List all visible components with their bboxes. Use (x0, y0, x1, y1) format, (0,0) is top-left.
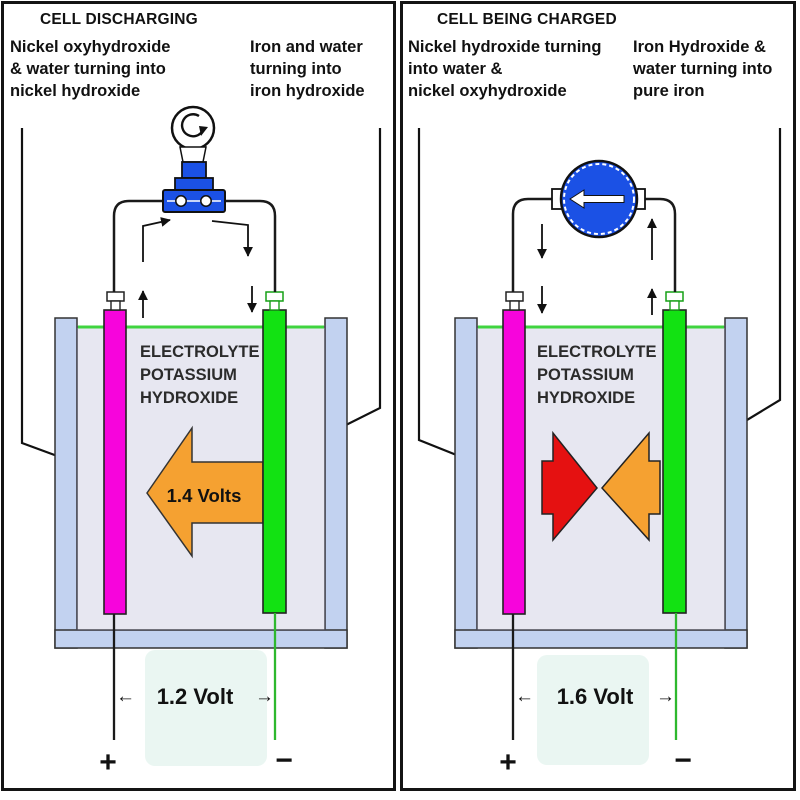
iron-reaction-note: Iron Hydroxide & water turning into pure… (633, 36, 772, 102)
container-left-wall (454, 317, 478, 649)
electrolyte-line: POTASSIUM (140, 366, 237, 384)
cell-voltage-label: 1.4 Volts (166, 485, 242, 506)
terminal-voltage-value: 1.6 Volt (556, 684, 634, 709)
note-line: Iron and water (250, 38, 363, 56)
electrolyte-line: HYDROXIDE (140, 389, 239, 407)
electrolyte-line: HYDROXIDE (537, 389, 636, 407)
note-line: Nickel oxyhydroxide (10, 38, 171, 56)
nickel-terminal-nub (509, 300, 520, 311)
nickel-terminal-cap (106, 291, 125, 302)
iron-electrode (662, 309, 687, 614)
note-line: into water & (408, 60, 503, 78)
nickel-reaction-note: Nickel hydroxide turning into water & ni… (408, 36, 601, 102)
container-right-wall (724, 317, 748, 649)
iron-electrode (262, 309, 287, 614)
note-line: Iron Hydroxide & (633, 38, 766, 56)
charge-cell-group (417, 128, 782, 765)
charge-voltage-arrow-orange (601, 430, 661, 542)
positive-terminal-sign: + (499, 746, 517, 779)
note-line: water turning into (633, 60, 773, 78)
note-line: & water turning into (10, 60, 166, 78)
nickel-terminal-nub (110, 300, 121, 311)
iron-terminal-nub (669, 300, 680, 311)
discharging-title: CELL DISCHARGING (40, 11, 198, 28)
electrolyte-line: ELECTROLYTE (537, 343, 657, 361)
nickel-electrode (502, 309, 526, 615)
electrolyte-label: ELECTROLYTE POTASSIUM HYDROXIDE (537, 341, 657, 410)
right-arrow-icon: → (656, 686, 675, 707)
left-arrow-icon: ← (116, 686, 135, 707)
note-line: pure iron (633, 82, 705, 100)
discharge-cell-group (20, 105, 382, 766)
terminal-voltage-row: ← 1.6 Volt → (515, 684, 675, 710)
nickel-electrode (103, 309, 127, 615)
iron-terminal-cap (265, 291, 284, 302)
electrolyte-line: ELECTROLYTE (140, 343, 260, 361)
positive-terminal-sign: + (99, 746, 117, 779)
terminal-voltage-value: 1.2 Volt (156, 684, 234, 709)
container-left-wall (54, 317, 78, 649)
watermark-blob (537, 655, 649, 765)
note-line: iron hydroxide (250, 82, 365, 100)
right-arrow-icon: → (255, 686, 274, 707)
electrolyte-label: ELECTROLYTE POTASSIUM HYDROXIDE (140, 341, 260, 410)
nickel-terminal-cap (505, 291, 524, 302)
left-arrow-icon: ← (515, 686, 534, 707)
charging-title: CELL BEING CHARGED (437, 11, 617, 28)
wire-right (645, 197, 677, 292)
negative-terminal-sign: − (275, 744, 293, 777)
wire-left (112, 199, 163, 292)
iron-terminal-nub (269, 300, 280, 311)
container-bottom (54, 629, 348, 649)
wire-left (511, 197, 553, 292)
wire-right (225, 199, 277, 292)
iron-reaction-note: Iron and water turning into iron hydroxi… (250, 36, 365, 102)
current-arrow-down-right-icon (211, 220, 253, 257)
note-line: Nickel hydroxide turning (408, 38, 602, 56)
note-line: nickel hydroxide (10, 82, 141, 100)
terminal-voltage-row: ← 1.2 Volt → (116, 684, 274, 710)
container-right-wall (324, 317, 348, 649)
nickel-reaction-note: Nickel oxyhydroxide & water turning into… (10, 36, 170, 102)
note-line: turning into (250, 60, 342, 78)
current-arrow-up-left-icon (142, 217, 171, 262)
negative-terminal-sign: − (674, 744, 692, 777)
charger-icon (551, 159, 646, 239)
electrolyte-line: POTASSIUM (537, 366, 634, 384)
charge-voltage-arrow-red (541, 430, 598, 543)
note-line: nickel oxyhydroxide (408, 82, 567, 100)
container-bottom (454, 629, 748, 649)
iron-terminal-cap (665, 291, 684, 302)
light-bulb-icon (162, 105, 226, 213)
watermark-blob (145, 650, 267, 766)
